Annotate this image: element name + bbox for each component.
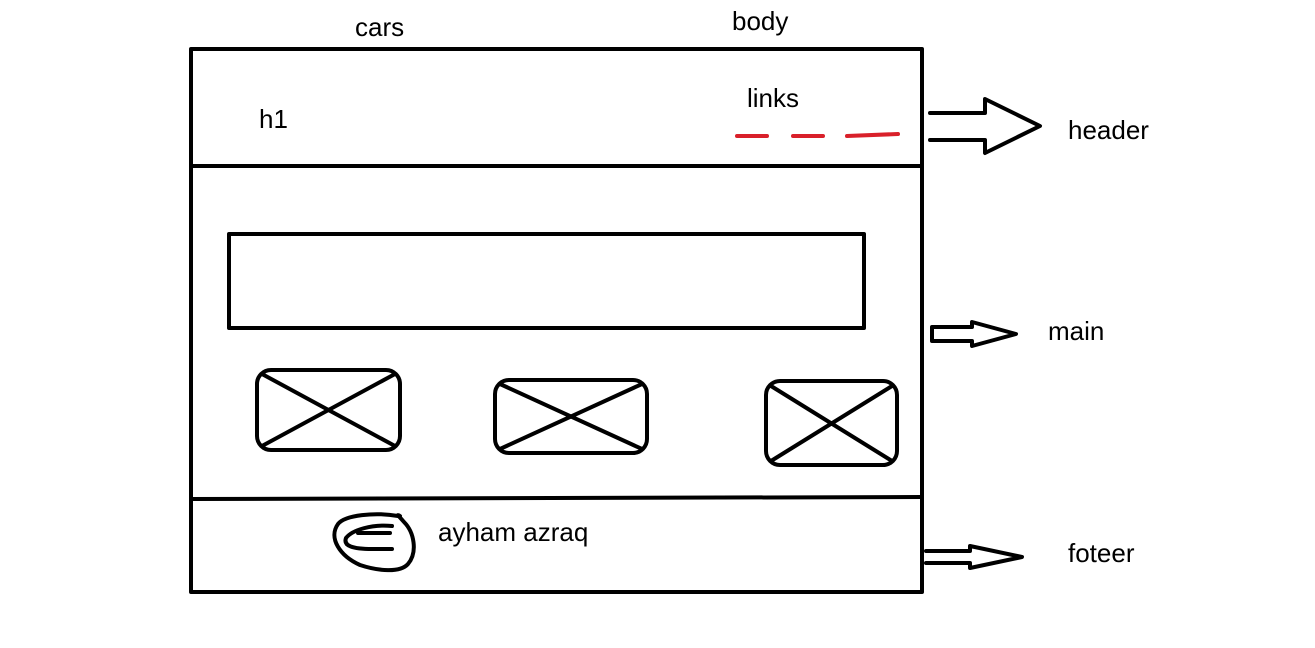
footer-divider [189, 495, 924, 501]
cars-label: cars [355, 12, 404, 42]
h1-label: h1 [259, 104, 288, 134]
banner-box [227, 232, 866, 330]
main-label: main [1048, 316, 1104, 346]
right-arrow-icon [924, 544, 1024, 570]
links-dash-line [735, 132, 900, 138]
x-box-icon [493, 378, 649, 455]
footer-arrow: foteer [924, 538, 1135, 570]
body-label: body [732, 6, 788, 36]
right-arrow-icon [930, 320, 1018, 348]
scribble-logo-icon [332, 512, 416, 573]
footer-label: foteer [1068, 538, 1135, 568]
author-name: ayham azraq [438, 517, 588, 547]
main-section [227, 232, 899, 467]
header-arrow: header [928, 97, 1149, 155]
links-label: links [747, 83, 799, 113]
right-arrow-icon [928, 97, 1042, 155]
header-section: h1 links [189, 83, 924, 168]
page-frame [189, 47, 924, 594]
footer-section: ayham azraq [189, 495, 924, 573]
main-arrow: main [930, 316, 1104, 348]
x-box-icon [764, 379, 899, 467]
x-box-icon [255, 368, 402, 452]
header-label: header [1068, 115, 1149, 145]
